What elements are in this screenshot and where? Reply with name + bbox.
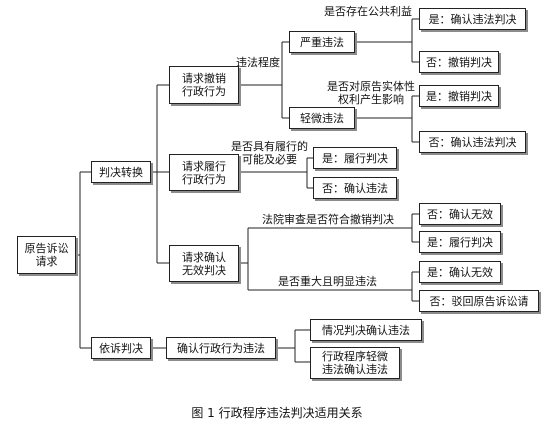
connector-obvious	[411, 271, 419, 302]
label-rights-impact: 是否对原告实体性 权利产生影响	[327, 80, 415, 106]
node-minor-violation: 轻微违法	[289, 107, 355, 129]
node-judgment-conversion: 判决转换	[91, 161, 151, 183]
result-confirm-illegal-2: 否：确认违法判决	[419, 131, 526, 153]
node-confirm-illegal: 确认行政行为违法	[166, 337, 276, 359]
connector-invalid	[239, 227, 412, 291]
node-serious-violation: 严重违法	[289, 31, 355, 53]
node-root: 原告诉讼 请求	[17, 236, 76, 274]
connector-review	[411, 213, 419, 243]
connector-perform	[239, 157, 313, 189]
result-perform: 是：履行判决	[313, 147, 397, 169]
connector-confirm	[276, 329, 310, 363]
result-confirm-invalid-2: 是：确认无效	[419, 261, 501, 283]
label-illegality-degree: 违法程度	[236, 56, 280, 69]
result-confirm-illegal-1: 是：确认违法判决	[419, 8, 526, 30]
result-confirm-illegal-3: 否：确认违法	[313, 177, 397, 199]
node-revoke-request: 请求撤销 行政行为	[169, 66, 239, 104]
result-situational: 情况判决确认违法	[310, 319, 422, 341]
result-revoke-1: 否：撤销判决	[419, 51, 499, 73]
result-confirm-invalid-1: 否：确认无效	[419, 203, 501, 225]
node-judgment-by-claim: 依诉判决	[91, 337, 151, 359]
node-perform-request: 请求履行 行政行为	[169, 154, 239, 191]
connector-revoke	[239, 41, 289, 119]
result-revoke-2: 是：撤销判决	[419, 85, 499, 107]
node-invalid-request: 请求确认 无效判决	[169, 245, 239, 282]
label-serious-obvious: 是否重大且明显违法	[278, 275, 377, 288]
label-necessity: 是否具有履行的 可能及必要	[231, 140, 308, 166]
connector-minor	[355, 95, 419, 143]
result-minor-procedure: 行政程序轻微 违法确认违法	[310, 347, 400, 379]
figure-caption: 图 1 行政程序违法判决适用关系	[191, 406, 363, 420]
label-public-interest: 是否存在公共利益	[324, 5, 412, 18]
result-reject: 否：驳回原告诉讼请	[419, 290, 539, 312]
connector-conversion	[151, 84, 169, 264]
connector-root	[76, 171, 91, 349]
label-court-review: 法院审查是否符合撤销判决	[262, 213, 394, 226]
result-perform-2: 是：履行判决	[419, 231, 501, 253]
connector-serious	[355, 18, 419, 63]
